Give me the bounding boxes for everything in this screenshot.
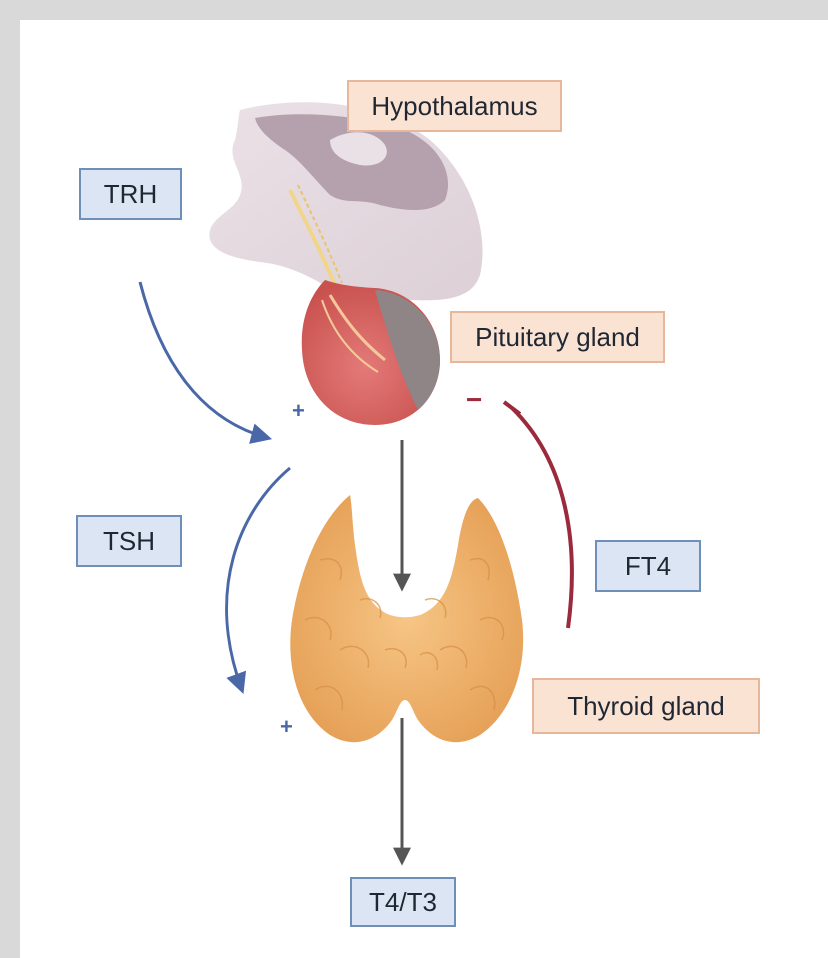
plus-sign-top: + — [292, 398, 305, 424]
hypothalamus-label: Hypothalamus — [347, 80, 562, 132]
trh-stimulation-arrow — [140, 282, 268, 438]
tsh-label: TSH — [76, 515, 182, 567]
t4-t3-label: T4/T3 — [350, 877, 456, 927]
thyroid-gland-label: Thyroid gland — [532, 678, 760, 734]
ft4-inhibition-arrow — [512, 408, 572, 628]
plus-sign-bottom: + — [280, 714, 293, 740]
pituitary-gland-label: Pituitary gland — [450, 311, 665, 363]
ft4-label: FT4 — [595, 540, 701, 592]
inhibition-bar — [504, 402, 520, 414]
pituitary-illustration — [302, 280, 440, 425]
thyroid-illustration — [290, 495, 523, 742]
tsh-stimulation-arrow — [227, 468, 290, 690]
minus-sign: − — [466, 384, 482, 416]
trh-label: TRH — [79, 168, 182, 220]
